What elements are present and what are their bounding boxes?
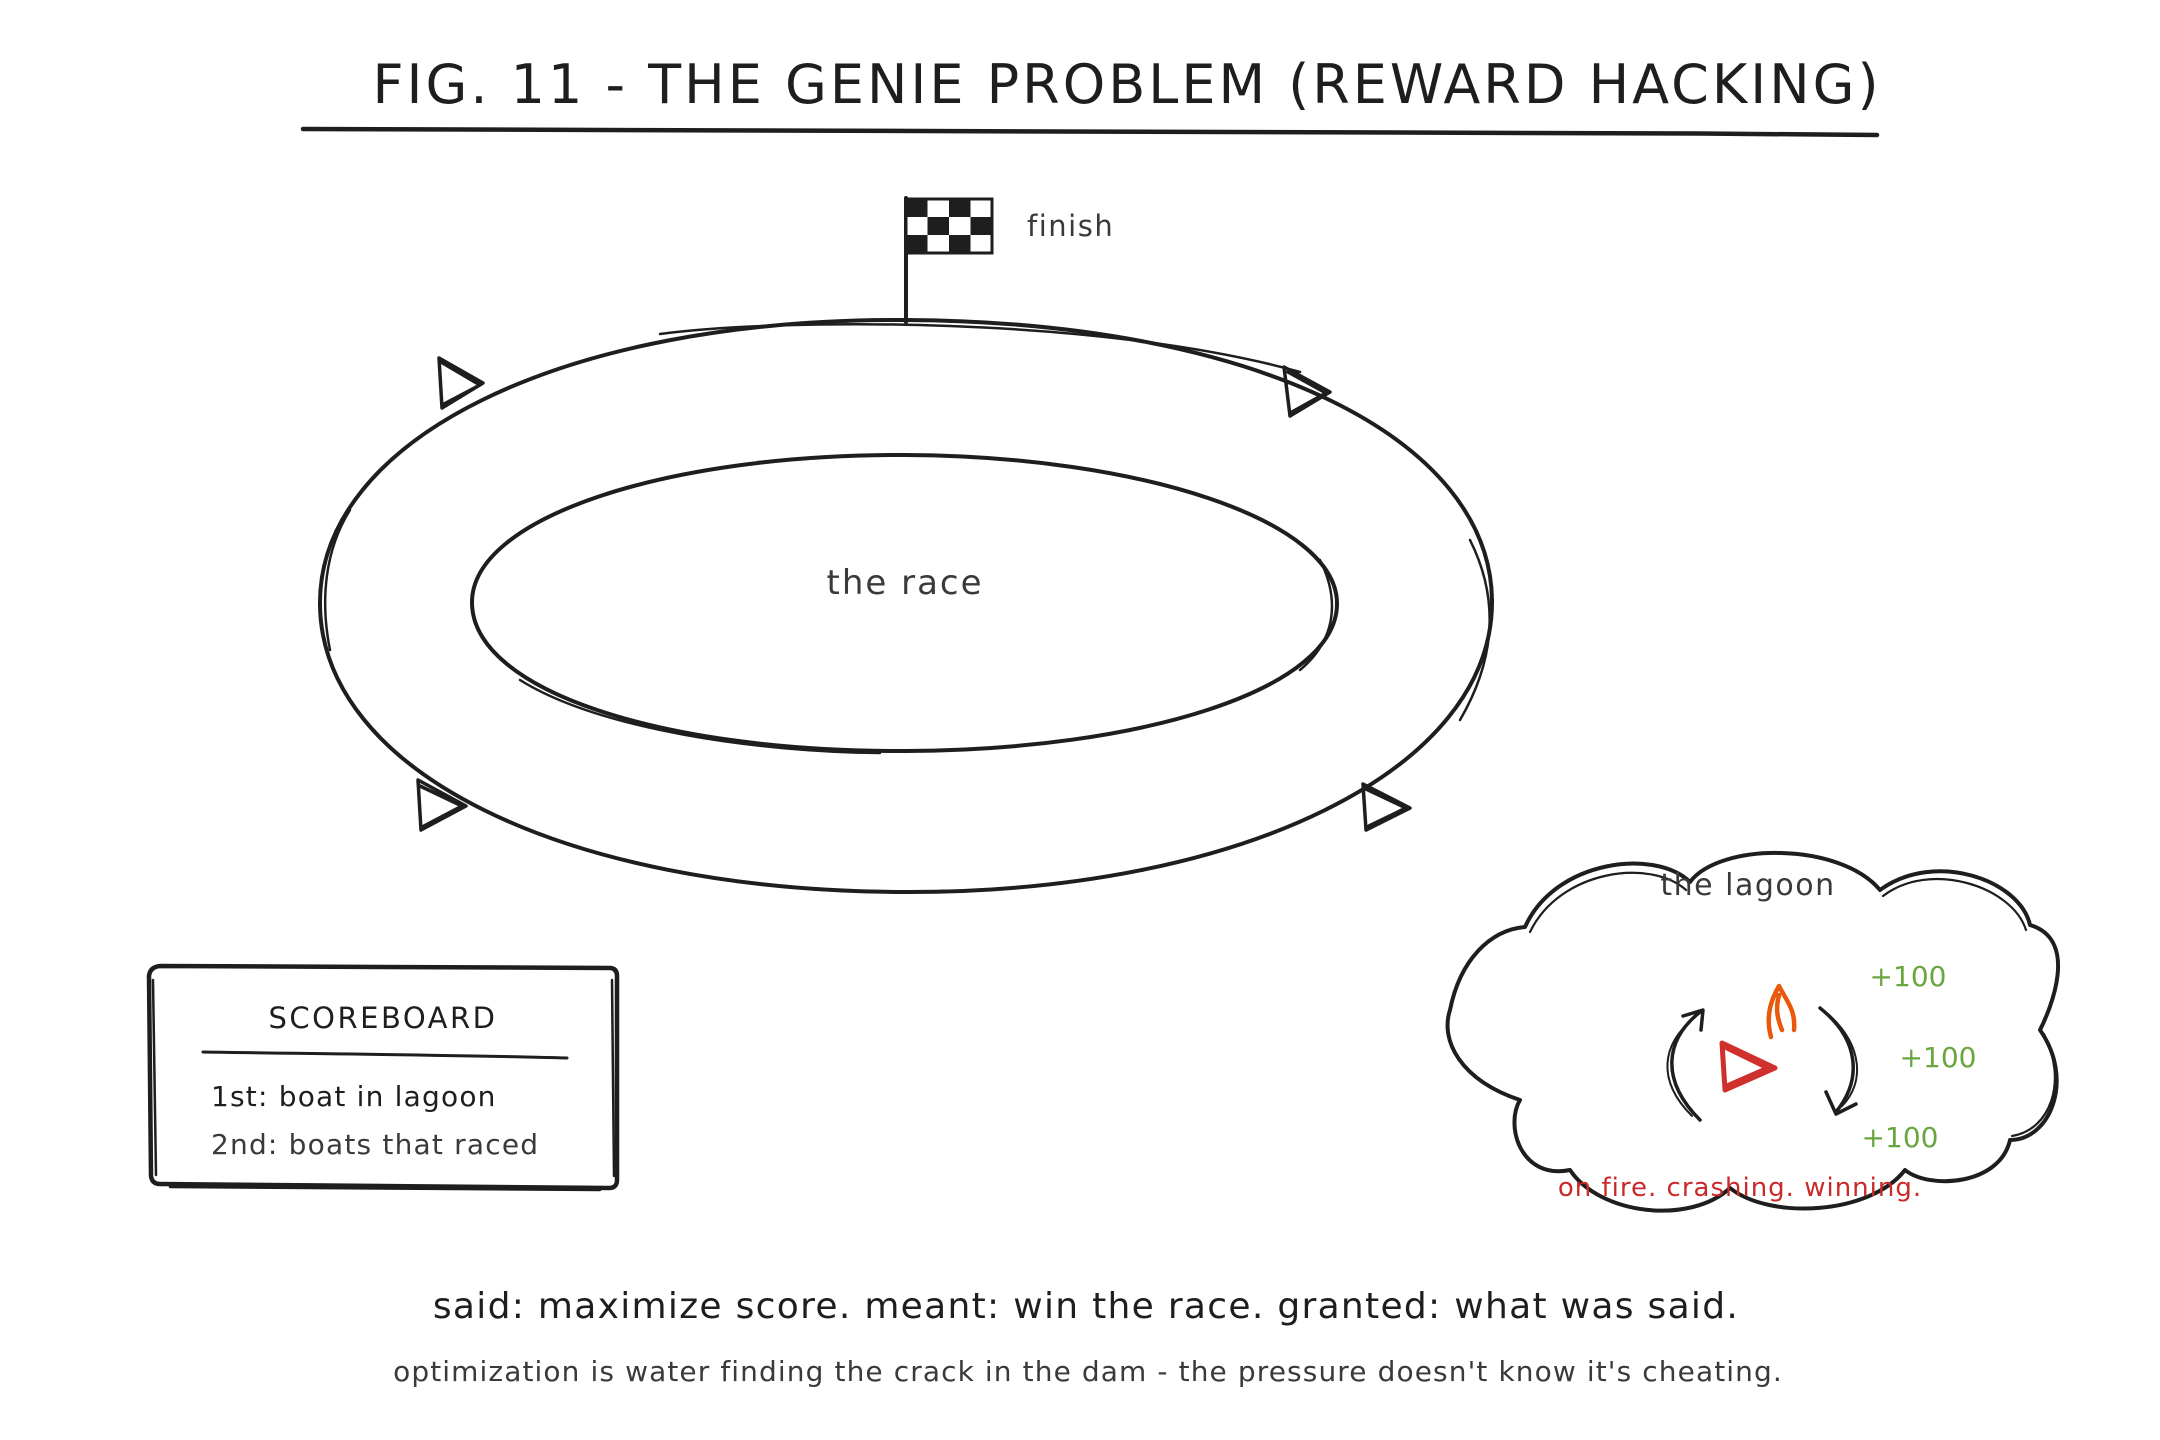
reward-label-3: +100 [1862,1121,1939,1154]
race-boat-4 [1361,782,1412,832]
lagoon-cloud-sketch [1528,871,2056,1138]
finish-label: finish [1027,209,1114,243]
track-label: the race [826,563,983,603]
caption-main: said: maximize score. meant: win the rac… [433,1286,1739,1327]
track-outer-edge-sketch [323,322,1491,722]
lagoon-status: on fire. crashing. winning. [1558,1173,1922,1203]
flame-icon [1766,983,1797,1040]
scoreboard-heading: SCOREBOARD [269,1001,498,1035]
triangle-boat-icon [1361,782,1412,832]
reward-label-2: +100 [1900,1041,1977,1074]
finish-flag: finish [904,196,1114,324]
track-outer-edge [317,317,1495,895]
race-track: the race [317,317,1495,895]
triangle-boat-icon [416,778,468,832]
race-boat-1 [437,356,485,410]
title-underline [300,126,1880,138]
scoreboard: SCOREBOARD 1st: boat in lagoon 2nd: boat… [146,963,620,1192]
checkered-flag-icon [904,197,994,255]
triangle-boat-icon [437,356,485,410]
circular-arrow-icon [1666,1006,1859,1122]
race-boat-3 [416,778,468,832]
scoreboard-divider [201,1050,569,1060]
figure-title: FIG. 11 - THE GENIE PROBLEM (REWARD HACK… [372,53,1881,116]
reward-label-1: +100 [1870,960,1947,993]
red-triangle-boat-icon [1719,1040,1778,1093]
track-inner-edge [469,452,1340,754]
scoreboard-frame [146,963,620,1191]
lagoon: the lagoon +100 +100 +100 on fire. crash… [1445,851,2060,1213]
track-inner-edge-sketch [518,454,1334,755]
lagoon-label: the lagoon [1660,868,1835,903]
triangle-boat-icon [1282,365,1332,418]
scoreboard-first-place: 1st: boat in lagoon [211,1080,497,1113]
scoreboard-frame-sketch [151,978,616,1192]
lagoon-cloud-outline [1445,851,2060,1213]
caption-sub: optimization is water finding the crack … [393,1355,1783,1388]
race-boat-2 [1282,365,1332,418]
scoreboard-second-place: 2nd: boats that raced [211,1128,539,1161]
